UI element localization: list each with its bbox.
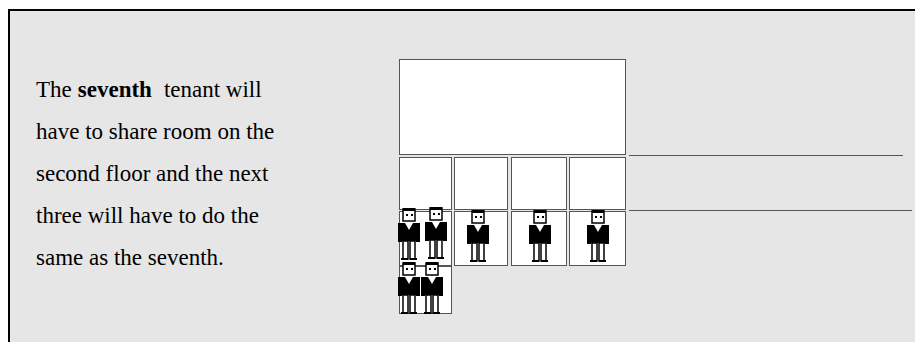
tenant-figure — [587, 210, 609, 262]
tenant-figure — [425, 207, 447, 259]
tenant-figure — [398, 262, 420, 314]
tenant-figure — [467, 210, 489, 262]
room — [400, 158, 452, 210]
room — [512, 158, 567, 210]
tenant-figure — [398, 208, 420, 260]
tenant-figure — [529, 210, 551, 262]
floor-line — [629, 155, 903, 156]
floor-line — [629, 210, 912, 211]
roof-floor — [400, 60, 626, 155]
room — [455, 158, 508, 210]
note-text: The — [36, 77, 72, 102]
room — [570, 158, 626, 210]
caption-text: Theseventhtenant will have to share room… — [36, 69, 288, 279]
note-text: tenant will have to share room on the se… — [36, 77, 274, 270]
tenant-figure — [421, 262, 443, 314]
note-text: seventh — [78, 77, 152, 102]
